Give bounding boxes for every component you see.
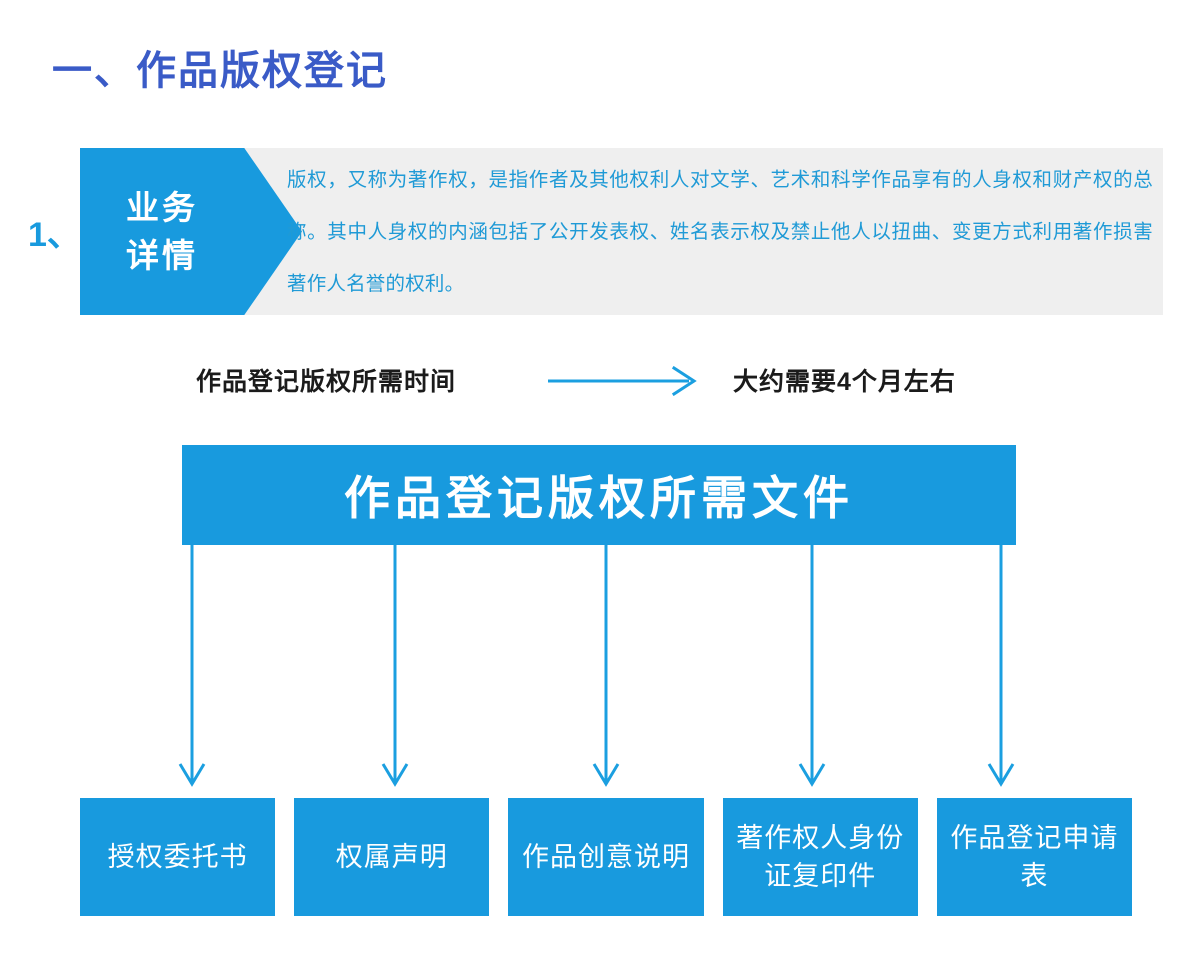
documents-list: 授权委托书 权属声明 作品创意说明 著作权人身份证复印件 作品登记申请表 <box>80 798 1133 916</box>
business-detail-tab-line1: 业务 <box>126 189 198 227</box>
duration-value: 大约需要4个月左右 <box>733 368 956 396</box>
document-box-1[interactable]: 授权委托书 <box>80 798 276 916</box>
document-box-3[interactable]: 作品创意说明 <box>508 798 704 916</box>
right-arrow-icon <box>548 365 698 397</box>
connector-arrows <box>0 540 1200 800</box>
document-box-4[interactable]: 著作权人身份证复印件 <box>722 798 918 916</box>
duration-row: 作品登记版权所需时间 大约需要4个月左右 <box>0 362 1200 402</box>
document-box-5[interactable]: 作品登记申请表 <box>936 798 1133 916</box>
business-detail-tab-label: 业务 详情 <box>80 148 244 315</box>
duration-label: 作品登记版权所需时间 <box>196 368 457 396</box>
document-box-2[interactable]: 权属声明 <box>294 798 490 916</box>
documents-banner: 作品登记版权所需文件 <box>182 445 1016 545</box>
business-detail-row: 业务 详情 版权，又称为著作权，是指作者及其他权利人对文学、艺术和科学作品享有的… <box>80 148 1163 315</box>
page-title: 一、作品版权登记 <box>52 49 388 93</box>
business-detail-paragraph: 版权，又称为著作权，是指作者及其他权利人对文学、艺术和科学作品享有的人身权和财产… <box>287 168 1153 295</box>
business-detail-tab-line2: 详情 <box>126 236 198 274</box>
section-index-label: 1、 <box>28 216 81 254</box>
